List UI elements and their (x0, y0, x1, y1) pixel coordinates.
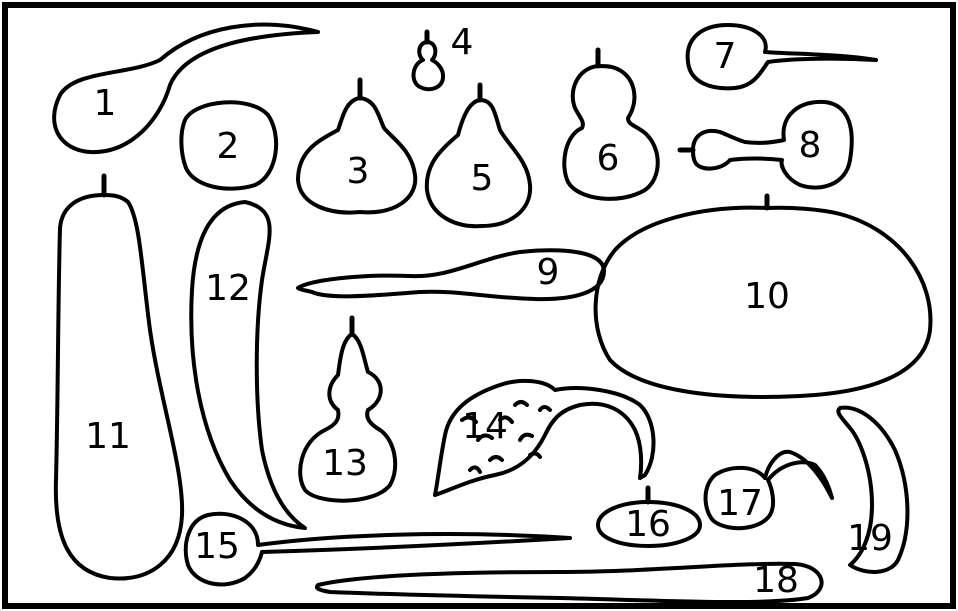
gourd-7-label: 7 (714, 36, 737, 77)
gourd-4: 4 (414, 22, 474, 89)
gourd-18-label: 18 (753, 560, 799, 601)
gourd-4-label: 4 (451, 22, 474, 63)
gourd-13-label: 13 (322, 443, 368, 484)
gourd-12: 12 (191, 202, 305, 528)
gourd-2: 2 (181, 102, 276, 188)
gourd-14-label: 14 (462, 406, 508, 447)
gourd-14: 14 (435, 381, 654, 495)
gourd-12-label: 12 (205, 268, 251, 309)
gourd-9: 9 (298, 250, 604, 299)
gourd-7: 7 (688, 25, 876, 88)
gourd-4-outline (414, 42, 444, 89)
gourd-1: 1 (54, 25, 318, 153)
gourd-5-label: 5 (471, 158, 494, 199)
gourd-6-label: 6 (597, 138, 620, 179)
gourd-3-label: 3 (347, 151, 370, 192)
gourd-16: 16 (598, 488, 700, 546)
gourd-16-label: 16 (625, 504, 671, 545)
gourd-10: 10 (596, 196, 931, 397)
gourd-19: 19 (838, 408, 907, 572)
gourd-2-label: 2 (217, 126, 240, 167)
gourd-8: 8 (680, 102, 852, 188)
gourd-19-label: 19 (847, 518, 893, 559)
gourd-11-label: 11 (85, 416, 131, 457)
gourd-1-label: 1 (94, 83, 117, 124)
gourd-17-label: 17 (717, 483, 763, 524)
gourd-8-outline (693, 102, 852, 188)
gourd-6: 6 (564, 50, 657, 199)
gourd-12-outline (191, 202, 305, 528)
gourd-11-outline (56, 195, 182, 578)
gourd-18: 18 (317, 560, 822, 602)
gourd-10-label: 10 (744, 276, 790, 317)
gourd-18-outline (317, 564, 822, 602)
gourd-3: 3 (298, 80, 415, 213)
gourd-8-label: 8 (799, 125, 822, 166)
gourd-9-label: 9 (537, 252, 560, 293)
gourd-11: 11 (56, 176, 182, 578)
gourd-5: 5 (427, 85, 530, 226)
gourd-15-label: 15 (194, 526, 240, 567)
gourd-17: 17 (706, 452, 832, 528)
gourd-13: 13 (300, 318, 395, 501)
